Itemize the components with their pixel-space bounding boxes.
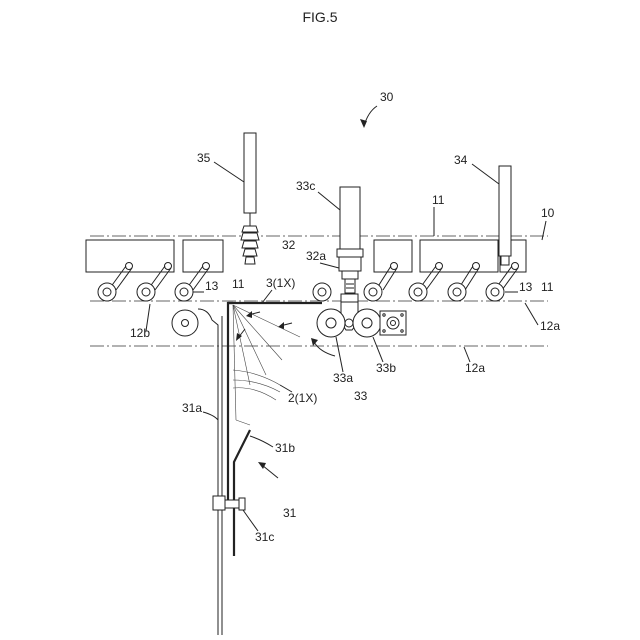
leader-33a: [336, 337, 343, 372]
leader-33c: [318, 192, 340, 210]
roller-4: [313, 283, 331, 301]
label-32a: 32a: [306, 249, 326, 263]
leader-12a-upper: [525, 303, 538, 325]
roller-5: [364, 283, 382, 301]
label-31: 31: [283, 506, 297, 520]
rotation-arrow: [314, 342, 335, 356]
leader-33b: [373, 337, 383, 362]
label-33b: 33b: [376, 361, 396, 375]
leader-32a: [320, 263, 339, 268]
label-11-top: 11: [432, 193, 445, 207]
label-35: 35: [197, 151, 211, 165]
leader-31a: [203, 412, 218, 420]
leader-12a-lower: [464, 347, 470, 362]
roller-1: [98, 283, 116, 301]
roller-2: [137, 283, 155, 301]
roller-3: [175, 283, 193, 301]
label-12a-lower: 12a: [465, 361, 485, 375]
label-31c: 31c: [255, 530, 274, 544]
label-33c: 33c: [296, 179, 315, 193]
label-31a: 31a: [182, 401, 202, 415]
leader-34: [472, 164, 499, 184]
leader-arrow-31: [262, 465, 278, 478]
corner-guide: [228, 303, 233, 506]
label-33a: 33a: [333, 371, 353, 385]
conveyor-rollers: [98, 283, 504, 301]
roller-33a: [317, 309, 345, 337]
rotation-arrowhead: [311, 338, 318, 346]
leader-35: [214, 162, 244, 182]
carrier-1: [86, 240, 174, 272]
roller-33b: [353, 309, 381, 337]
label-13-right: 13: [519, 280, 533, 294]
roller-6: [409, 283, 427, 301]
guide-plate-31a: [198, 309, 218, 635]
actuator-34: [499, 166, 511, 265]
leader-2-1x: [280, 385, 292, 392]
leader-31c: [243, 510, 258, 531]
label-30: 30: [380, 90, 394, 104]
motion-arrows: [236, 311, 292, 341]
guide-plate-31b: [234, 430, 250, 556]
label-10: 10: [541, 206, 555, 220]
actuator-33c: [337, 187, 363, 279]
label-32: 32: [282, 238, 296, 252]
label-13-left: 13: [205, 279, 219, 293]
label-31b: 31b: [275, 441, 295, 455]
label-2-1x: 2(1X): [288, 391, 317, 405]
arrowhead-31: [258, 462, 266, 469]
roller-7: [448, 283, 466, 301]
label-34: 34: [454, 153, 468, 167]
leader-10: [542, 221, 546, 240]
label-3-1x: 3(1X): [266, 276, 295, 290]
roller-8: [486, 283, 504, 301]
label-11-right: 11: [541, 280, 554, 294]
actuator-35: [241, 133, 259, 264]
carrier-4: [420, 240, 498, 272]
leader-31b: [250, 436, 273, 447]
figure-title: FIG.5: [302, 9, 337, 25]
carrier-3: [374, 240, 412, 272]
label-11-left: 11: [232, 277, 245, 291]
label-12a-upper: 12a: [540, 319, 560, 333]
roller-12b: [172, 310, 198, 336]
label-33: 33: [354, 389, 368, 403]
label-12b: 12b: [130, 326, 150, 340]
motor-block: [380, 311, 406, 335]
